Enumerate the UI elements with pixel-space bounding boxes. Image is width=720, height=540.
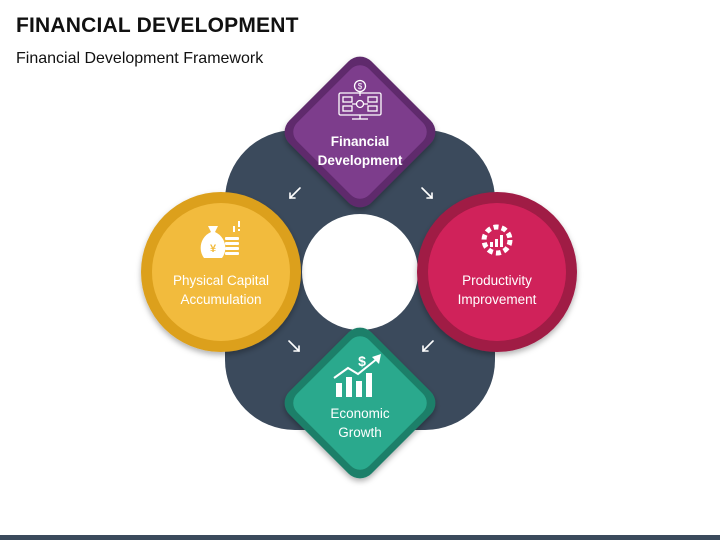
node-productivity-improvement-line2: Improvement [458, 292, 537, 307]
node-physical-capital-accumulation [141, 192, 301, 352]
node-economic-growth-line1: Economic [330, 406, 390, 421]
node-productivity-improvement-line1: Productivity [462, 273, 532, 288]
page-subtitle: Financial Development Framework [16, 50, 264, 67]
svg-text:$: $ [358, 353, 366, 369]
svg-text:¥: ¥ [210, 243, 217, 255]
growth-chart-dollar-icon: $ [333, 353, 381, 397]
arrow-to-productivity [421, 187, 433, 199]
footer-bar [0, 535, 720, 540]
money-bag-coins-icon: ¥ [200, 221, 240, 258]
gear-chart-icon [481, 224, 513, 256]
computer-money-flow-icon: $ [338, 79, 382, 120]
node-productivity-improvement [417, 192, 577, 352]
node-economic-growth [284, 327, 436, 479]
node-financial-development-line2: Development [318, 153, 403, 168]
arrow-to-economic-growth [288, 340, 300, 352]
arrow-from-productivity [422, 340, 434, 352]
node-physical-capital-line1: Physical Capital [173, 273, 269, 288]
node-economic-growth-line2: Growth [338, 425, 382, 440]
node-financial-development-line1: Financial [331, 134, 390, 149]
svg-text:$: $ [358, 82, 363, 91]
node-physical-capital-line2: Accumulation [180, 292, 261, 307]
arrow-to-physical-capital [289, 187, 301, 199]
flow-arrows [288, 187, 434, 352]
page-title: FINANCIAL DEVELOPMENT [16, 14, 299, 37]
ring-background [225, 130, 495, 430]
node-financial-development [284, 56, 436, 208]
